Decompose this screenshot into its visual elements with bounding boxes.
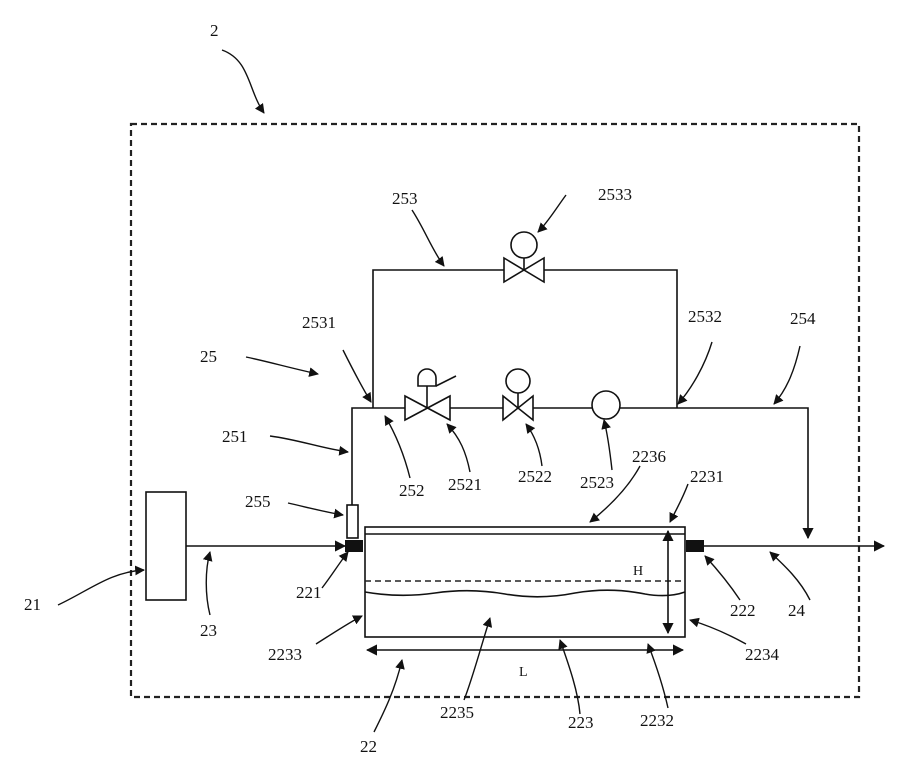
label-223: 223 — [568, 713, 594, 732]
leader-254 — [774, 346, 800, 404]
label-2233: 2233 — [268, 645, 302, 664]
leader-222 — [705, 556, 740, 600]
pump-2523 — [592, 391, 620, 419]
label-2532: 2532 — [688, 307, 722, 326]
label-221: 221 — [296, 583, 322, 602]
label-2234: 2234 — [745, 645, 780, 664]
label-254: 254 — [790, 309, 816, 328]
leader-2 — [222, 50, 264, 113]
label-253: 253 — [392, 189, 418, 208]
component-21-box — [146, 492, 186, 600]
leader-2522 — [526, 424, 542, 466]
label-2531: 2531 — [302, 313, 336, 332]
valve-2533-actuator — [511, 232, 537, 258]
label-2235: 2235 — [440, 703, 474, 722]
leader-2533 — [538, 195, 566, 232]
leader-23 — [206, 552, 210, 615]
leader-2523 — [604, 420, 612, 470]
leader-251 — [270, 436, 348, 452]
leader-2531 — [343, 350, 371, 402]
tank-22 — [365, 527, 685, 637]
label-2521: 2521 — [448, 475, 482, 494]
label-24: 24 — [788, 601, 806, 620]
label-2231: 2231 — [690, 467, 724, 486]
leader-2234 — [690, 620, 746, 644]
leader-2532 — [678, 342, 712, 404]
leader-223 — [560, 640, 580, 714]
leader-2232 — [648, 644, 668, 708]
label-252: 252 — [399, 481, 425, 500]
leader-25 — [246, 357, 318, 374]
label-23: 23 — [200, 621, 217, 640]
label-2523: 2523 — [580, 473, 614, 492]
leader-2233 — [316, 616, 362, 644]
leader-255 — [288, 503, 343, 515]
leader-2231 — [670, 484, 688, 522]
liquid-surface — [365, 590, 685, 597]
valve-2521-actuator — [418, 369, 436, 386]
label-222: 222 — [730, 601, 756, 620]
component-255 — [347, 505, 358, 538]
label-251: 251 — [222, 427, 248, 446]
outlet-222 — [686, 540, 704, 552]
pipe-253-left — [373, 270, 504, 408]
valve-2521-spring — [436, 376, 456, 386]
leader-2235 — [464, 618, 490, 700]
leader-24 — [770, 552, 810, 600]
label-21: 21 — [24, 595, 41, 614]
leader-2521 — [447, 424, 470, 472]
label-25: 25 — [200, 347, 217, 366]
label-2: 2 — [210, 21, 219, 40]
label-2236: 2236 — [632, 447, 666, 466]
leader-221 — [322, 552, 348, 588]
leader-253 — [412, 210, 444, 266]
label-2533: 2533 — [598, 185, 632, 204]
inlet-221 — [345, 540, 363, 552]
label-255: 255 — [245, 492, 271, 511]
label-22: 22 — [360, 737, 377, 756]
label-dim-l: L — [519, 665, 528, 680]
leader-252 — [385, 416, 410, 478]
label-2522: 2522 — [518, 467, 552, 486]
label-dim-h: H — [633, 564, 643, 579]
valve-2522-actuator — [506, 369, 530, 393]
label-2232: 2232 — [640, 711, 674, 730]
pipe-251 — [352, 408, 405, 505]
pipe-253-right — [544, 270, 677, 408]
